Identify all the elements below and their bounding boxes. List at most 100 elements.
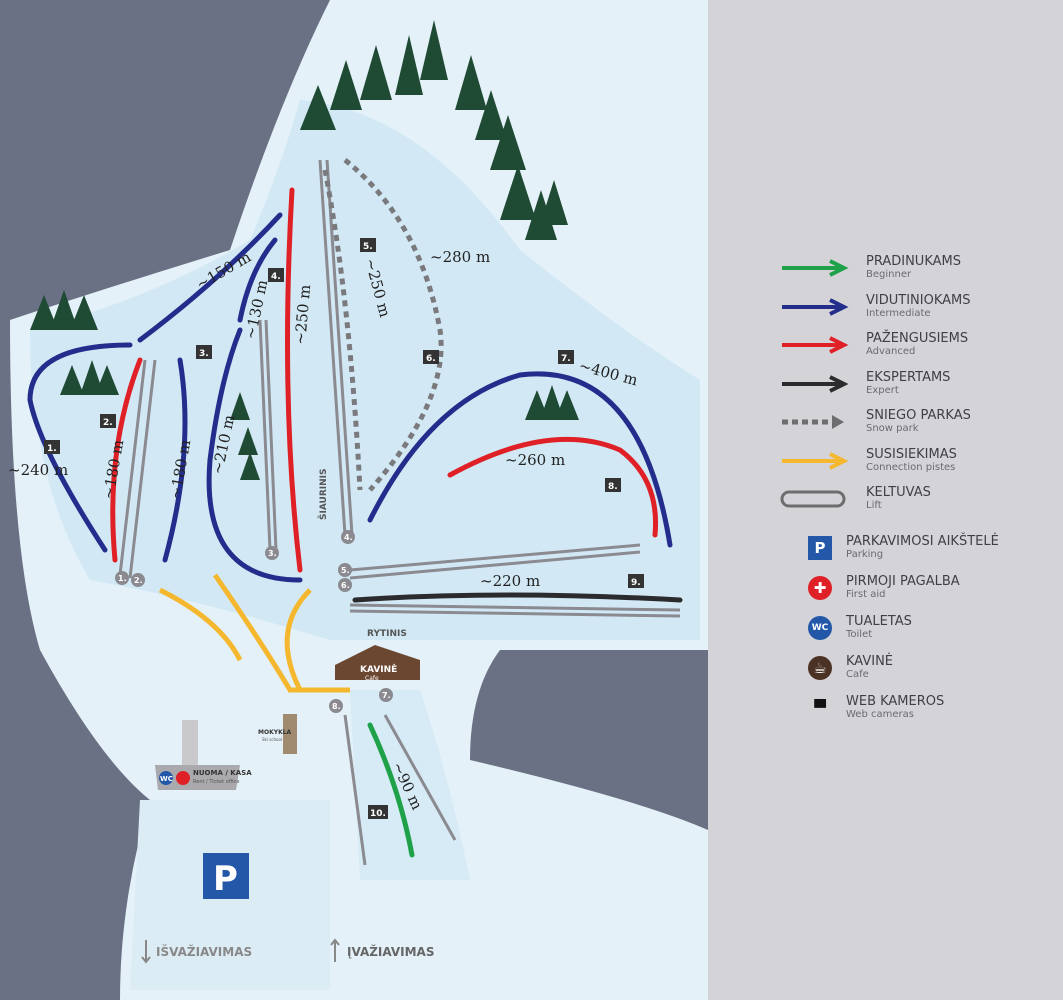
piste-number: 6. <box>423 350 439 364</box>
piste-length: ~220 m <box>480 572 540 590</box>
legend-title: PRADINUKAMS <box>866 254 961 269</box>
legend-title: EKSPERTAMS <box>866 369 951 385</box>
arrow-icon <box>782 336 849 354</box>
piste-length: ~260 m <box>505 451 565 469</box>
webcam-icon: ▀ <box>814 699 826 717</box>
svg-text:4.: 4. <box>344 533 353 542</box>
exit-label: IŠVAŽIAVIMAS <box>156 944 252 959</box>
piste-4b <box>237 237 278 323</box>
svg-text:6.: 6. <box>341 581 350 590</box>
svg-text:9.: 9. <box>631 578 641 588</box>
legend-subtitle: Advanced <box>866 346 916 357</box>
lift-name-north: ŠIAURINIS <box>317 469 329 520</box>
piste-number: 3. <box>196 345 212 359</box>
direction-arrows-icon <box>141 938 340 964</box>
cafe-icon: ☕ <box>808 656 832 680</box>
entry-label: ĮVAŽIAVIMAS <box>347 944 435 959</box>
forest <box>30 20 579 480</box>
svg-text:5.: 5. <box>341 566 350 575</box>
legend-title: SNIEGO PARKAS <box>866 408 971 423</box>
cafe-building: KAVINĖ Cafe <box>335 645 420 682</box>
svg-text:P: P <box>213 859 238 899</box>
piste-10 <box>367 722 415 858</box>
svg-text:7.: 7. <box>382 691 391 700</box>
legend-subtitle: Intermediate <box>866 307 931 319</box>
legend-subtitle: Expert <box>866 384 899 396</box>
legend-title: KAVINĖ <box>846 654 894 669</box>
piste-1 <box>27 342 133 553</box>
piste-3b <box>206 327 303 583</box>
svg-text:MOKYKLA: MOKYKLA <box>258 729 292 736</box>
parking-icon: P <box>808 536 832 560</box>
lift-markers: 1. 2. 3. 4. 5. 6. 7. 8. <box>115 530 393 713</box>
piste-length: ~280 m <box>430 248 490 266</box>
legend-subtitle: Snow park <box>866 423 919 434</box>
svg-text:10.: 10. <box>370 809 386 819</box>
piste-number: 9. <box>628 574 644 588</box>
svg-text:8.: 8. <box>608 482 618 492</box>
legend-subtitle: Toilet <box>846 629 873 640</box>
rent-ticket-office: WC NUOMA / KASA Rent / Ticket office <box>155 720 252 790</box>
ski-map: ~240 m ~180 m ~180 m ~210 m ~130 m ~150 … <box>8 0 708 1000</box>
lifts <box>118 159 681 866</box>
svg-text:Rent / Ticket office: Rent / Ticket office <box>193 779 239 785</box>
svg-text:7.: 7. <box>561 354 571 364</box>
svg-text:2.: 2. <box>134 576 143 585</box>
svg-text:NUOMA / KASA: NUOMA / KASA <box>193 769 252 777</box>
svg-text:3.: 3. <box>199 349 209 359</box>
first-aid-icon: ✚ <box>808 576 832 600</box>
lift-name-east: RYTINIS <box>367 629 407 639</box>
piste-number: 1. <box>44 440 60 454</box>
lower-slope <box>350 690 470 880</box>
lift-icon <box>780 490 846 508</box>
piste-2 <box>110 357 143 563</box>
piste-9 <box>352 592 683 603</box>
ski-school: MOKYKLA Ski school <box>258 714 297 754</box>
svg-text:3.: 3. <box>268 549 277 558</box>
piste-8 <box>447 436 659 538</box>
svg-text:1.: 1. <box>118 574 127 583</box>
legend-title: TUALETAS <box>846 614 912 629</box>
svg-text:6.: 6. <box>426 354 436 364</box>
legend-title: SUSISIEKIMAS <box>866 446 957 462</box>
svg-text:4.: 4. <box>271 272 281 282</box>
legend-title: PIRMOJI PAGALBA <box>846 574 960 589</box>
svg-text:Ski school: Ski school <box>262 737 282 742</box>
toilet-icon: WC <box>808 616 832 640</box>
legend-title: KELTUVAS <box>866 485 931 500</box>
legend-subtitle: Lift <box>866 500 882 511</box>
svg-text:1.: 1. <box>47 444 57 454</box>
piste-7 <box>367 371 673 548</box>
parking-sign: P <box>203 853 249 899</box>
connection-pistes <box>158 573 350 693</box>
svg-text:Cafe: Cafe <box>365 675 379 682</box>
piste-4c <box>285 187 303 573</box>
svg-text:8.: 8. <box>332 702 341 711</box>
piste-number: 7. <box>558 350 574 364</box>
arrow-icon <box>782 451 849 470</box>
piste-length: ~250 m <box>291 284 314 346</box>
dotted-arrow-icon <box>782 415 844 429</box>
legend-title: PAŽENGUSIEMS <box>866 331 969 346</box>
upper-slope <box>30 100 700 640</box>
piste-number: 10. <box>368 805 388 819</box>
piste-3a <box>162 357 188 563</box>
piste-length: ~240 m <box>8 461 68 479</box>
legend-subtitle: Connection pistes <box>866 461 956 473</box>
piste-4a <box>137 212 283 343</box>
legend-title: WEB KAMEROS <box>846 694 945 709</box>
arrow-icon <box>782 374 849 393</box>
piste-number: 4. <box>268 268 284 282</box>
